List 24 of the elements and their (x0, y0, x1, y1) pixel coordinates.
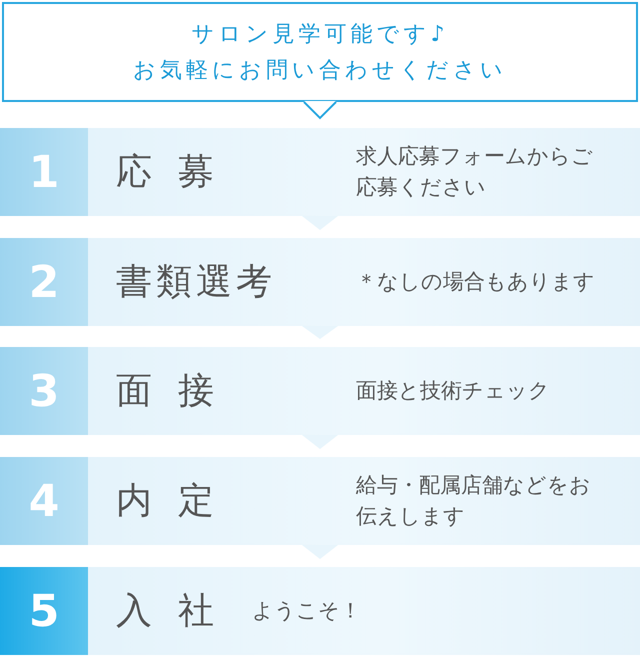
step-title: 面接 (116, 370, 240, 414)
step-band (0, 567, 640, 655)
step-number: 5 (28, 586, 60, 636)
step-description: 求人応募フォームからご応募ください (356, 143, 594, 201)
step-title: 応募 (116, 150, 240, 194)
step-title: 書類選考 (116, 260, 276, 304)
step-description: 面接と技術チェック (356, 378, 551, 404)
step-number: 1 (28, 146, 60, 198)
step-title: 内定 (116, 480, 240, 524)
step-description: ＊なしの場合もあります (356, 268, 596, 296)
step-band (0, 238, 640, 326)
speech-bubble (2, 2, 638, 102)
step-number: 4 (28, 476, 60, 526)
step-description: 給与・配属店舗などをお伝えします (356, 472, 592, 530)
step-number: 2 (28, 256, 60, 308)
step-band (0, 457, 640, 545)
bubble-text: サロン見学可能です♪ (190, 21, 450, 49)
step-title: 入社 (116, 590, 240, 634)
step-band (0, 347, 640, 435)
step-band (0, 128, 640, 216)
step-number: 3 (28, 366, 60, 416)
bubble-text: お気軽にお問い合わせください (132, 57, 508, 85)
step-description: ようこそ！ (252, 598, 362, 624)
bubble-tail (303, 101, 337, 120)
